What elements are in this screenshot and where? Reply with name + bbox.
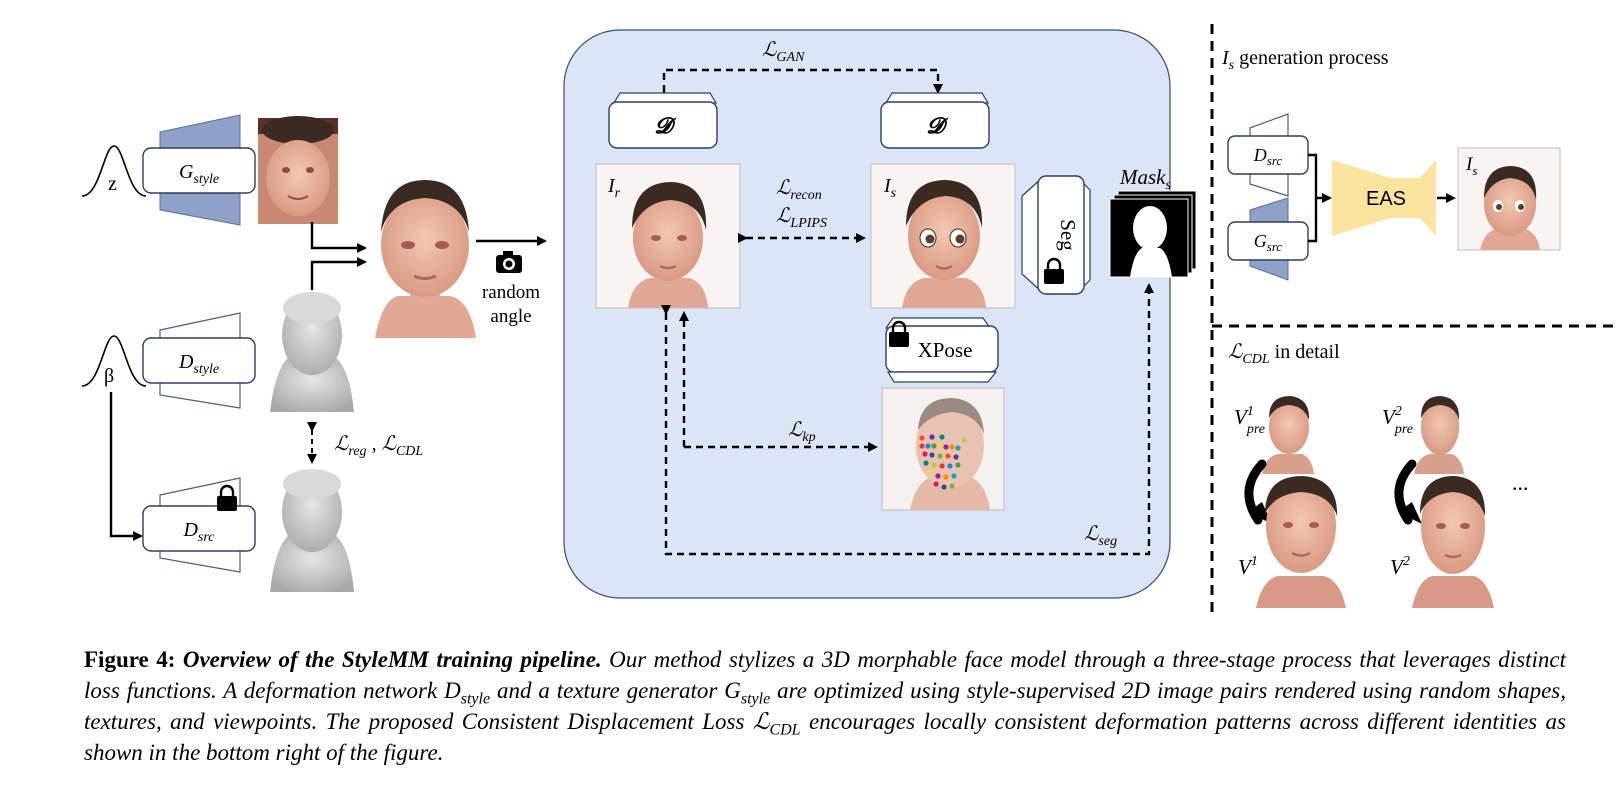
caption-lcdl-main: ℒ — [752, 709, 770, 734]
caption-lcdl-sub: CDL — [769, 721, 801, 739]
keypoint-image — [881, 387, 1005, 511]
beta-to-dsrc-arrow — [109, 392, 143, 541]
v2-label: V2 — [1390, 554, 1410, 579]
caption-title: Overview of the StyleMM training pipelin… — [182, 647, 602, 672]
caption-figure-label: Figure 4: — [84, 647, 176, 672]
z-gaussian-icon: z — [81, 145, 147, 197]
figure-caption: Figure 4: Overview of the StyleMM traini… — [84, 644, 1566, 768]
caption-dstyle-main: D — [444, 678, 461, 703]
is-generation-heading: Is generation process — [1221, 47, 1389, 73]
svg-text:Dsrc: Dsrc — [1253, 145, 1283, 168]
src-to-eas-arrow — [1308, 153, 1330, 243]
xpose-lock-icon — [889, 320, 909, 347]
source-mesh-image — [270, 469, 354, 592]
loss-kp-label: ℒkp — [788, 419, 816, 445]
gan-loss-arrow — [659, 68, 943, 100]
d-style-label: Dstyle — [178, 351, 219, 377]
g-style-label: Gstyle — [179, 161, 219, 187]
loss-gan-label: ℒGAN — [762, 39, 805, 65]
loss-seg-label: ℒseg — [1084, 523, 1117, 549]
eas-label: EAS — [1366, 188, 1406, 210]
eas-network: EAS — [1332, 160, 1436, 236]
camera-caption-line2: angle — [490, 306, 531, 327]
lock-icon — [217, 484, 237, 511]
v2-image — [1412, 476, 1494, 608]
uv-texture-image — [258, 116, 338, 224]
seg-lock-icon — [1044, 257, 1064, 284]
cdl-detail-heading: ℒCDL in detail — [1228, 341, 1340, 367]
rendered-head-image — [375, 180, 476, 338]
caption-text-4: encourages locally consistent deformatio… — [84, 709, 1566, 765]
g-style-network: Gstyle — [142, 114, 256, 226]
caption-text-3: are optimized using style-supervised 2D … — [84, 678, 1566, 734]
svg-text:𝓓: 𝓓 — [655, 113, 677, 138]
ir-label: Ir — [607, 175, 621, 201]
d-src-label: Dsrc — [182, 519, 215, 545]
texture-to-head-arrow — [310, 222, 367, 253]
mesh-to-head-arrow — [310, 257, 367, 290]
d-src-network-top: Dsrc — [1227, 113, 1309, 197]
xpose-label: XPose — [918, 338, 973, 362]
xpose-network: XPose — [884, 317, 999, 383]
d-style-network: Dstyle — [142, 312, 256, 409]
mask-image — [1109, 190, 1197, 278]
beta-gaussian-icon: β — [81, 335, 147, 387]
caption-dstyle-sub: style — [460, 690, 491, 708]
v1-image — [1256, 476, 1346, 608]
z-symbol: z — [108, 173, 117, 195]
v1-label: V1 — [1238, 554, 1258, 579]
g-src-network-top: Gsrc — [1227, 197, 1309, 281]
mask-label: Masks — [1119, 165, 1172, 193]
discriminator-left: 𝓓 — [608, 92, 718, 149]
beta-symbol: β — [104, 365, 114, 387]
v1-pre-image — [1262, 396, 1314, 474]
seg-loss-arrow — [661, 283, 1154, 556]
svg-text:Gsrc: Gsrc — [1254, 231, 1283, 254]
ellipsis: ... — [1512, 470, 1529, 495]
seg-network: Seg — [1021, 175, 1091, 295]
is-label: Is — [883, 175, 897, 201]
camera-icon — [496, 251, 522, 273]
keypoint-dots — [919, 434, 967, 490]
loss-lpips-label: ℒLPIPS — [776, 205, 827, 231]
svg-text:𝓓: 𝓓 — [927, 113, 949, 138]
pipeline-diagram: z Gstyle β Dstyle Dsrc — [81, 24, 1616, 612]
loss-reg-cdl-label: ℒreg , ℒCDL — [334, 433, 423, 459]
camera-caption-line1: random — [482, 282, 540, 303]
loss-recon-label: ℒrecon — [776, 177, 822, 203]
v2-pre-image — [1414, 396, 1464, 474]
caption-gstyle-sub: style — [740, 690, 771, 708]
discriminator-right: 𝓓 — [880, 92, 990, 149]
is-output-image — [1457, 147, 1561, 251]
styled-mesh-image — [270, 292, 354, 412]
caption-gstyle-main: G — [724, 678, 741, 703]
is-output-label: Is — [1465, 154, 1477, 178]
caption-text-1: Our method stylizes a 3D morphable face … — [84, 647, 1566, 703]
seg-label: Seg — [1056, 219, 1080, 251]
d-src-network: Dsrc — [142, 477, 256, 573]
caption-text-2: and a texture generator — [490, 678, 725, 703]
